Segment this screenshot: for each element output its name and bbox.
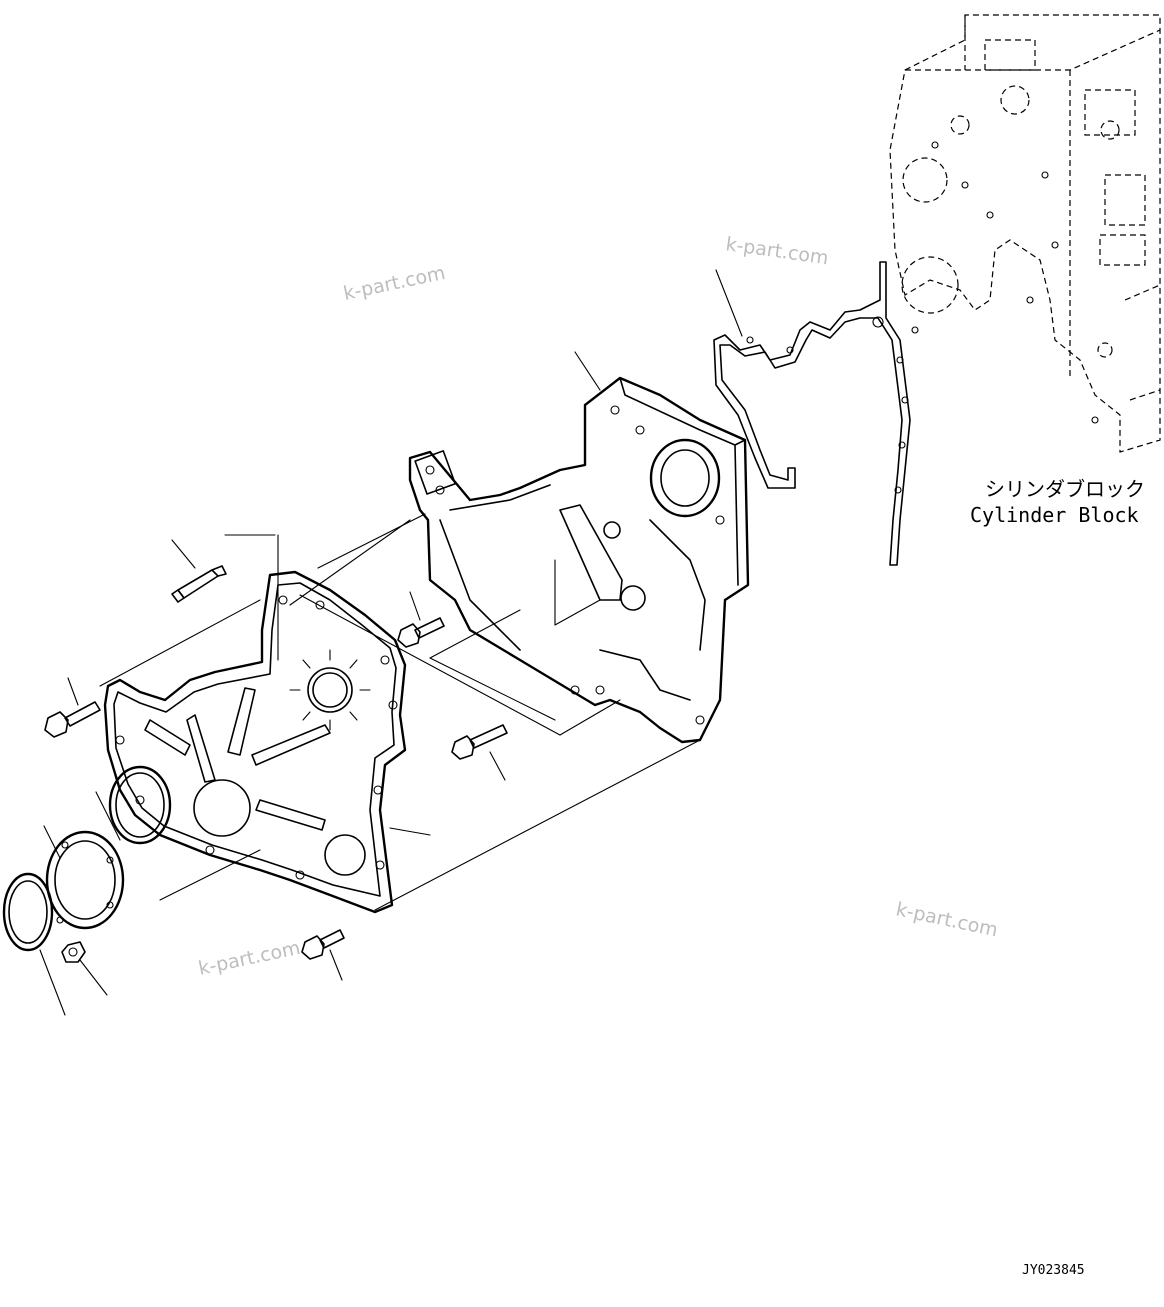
watermark: k-part.com [894, 898, 1000, 941]
stud-bolt [171, 565, 227, 603]
flange-bolt-2 [397, 617, 445, 648]
seal-retainer [45, 830, 125, 930]
cylinder-block-outline [889, 14, 1161, 453]
watermark: k-part.com [724, 233, 830, 269]
seal-with-tabs [289, 649, 371, 731]
leader-lines [39, 269, 743, 1016]
watermark: k-part.com [341, 262, 447, 305]
watermark: k-part.com [196, 937, 302, 980]
assembly-lines [99, 513, 701, 911]
wear-sleeve [2, 872, 54, 952]
gear-housing [408, 376, 750, 744]
drawing-code: JY023845 [1022, 1263, 1085, 1278]
flange-bolt-3 [451, 724, 508, 760]
cylinder-block-label-jp: シリンダブロック [985, 477, 1145, 501]
front-cover [103, 570, 407, 914]
cylinder-block-label-en: Cylinder Block [970, 503, 1139, 527]
oil-seal-ring [108, 765, 172, 845]
hex-nut [61, 941, 86, 963]
rear-gasket [713, 261, 911, 566]
flange-bolt-4 [301, 929, 345, 960]
watermarks: k-part.com k-part.com k-part.com k-part.… [196, 233, 999, 980]
flange-bolt-1 [44, 701, 101, 738]
